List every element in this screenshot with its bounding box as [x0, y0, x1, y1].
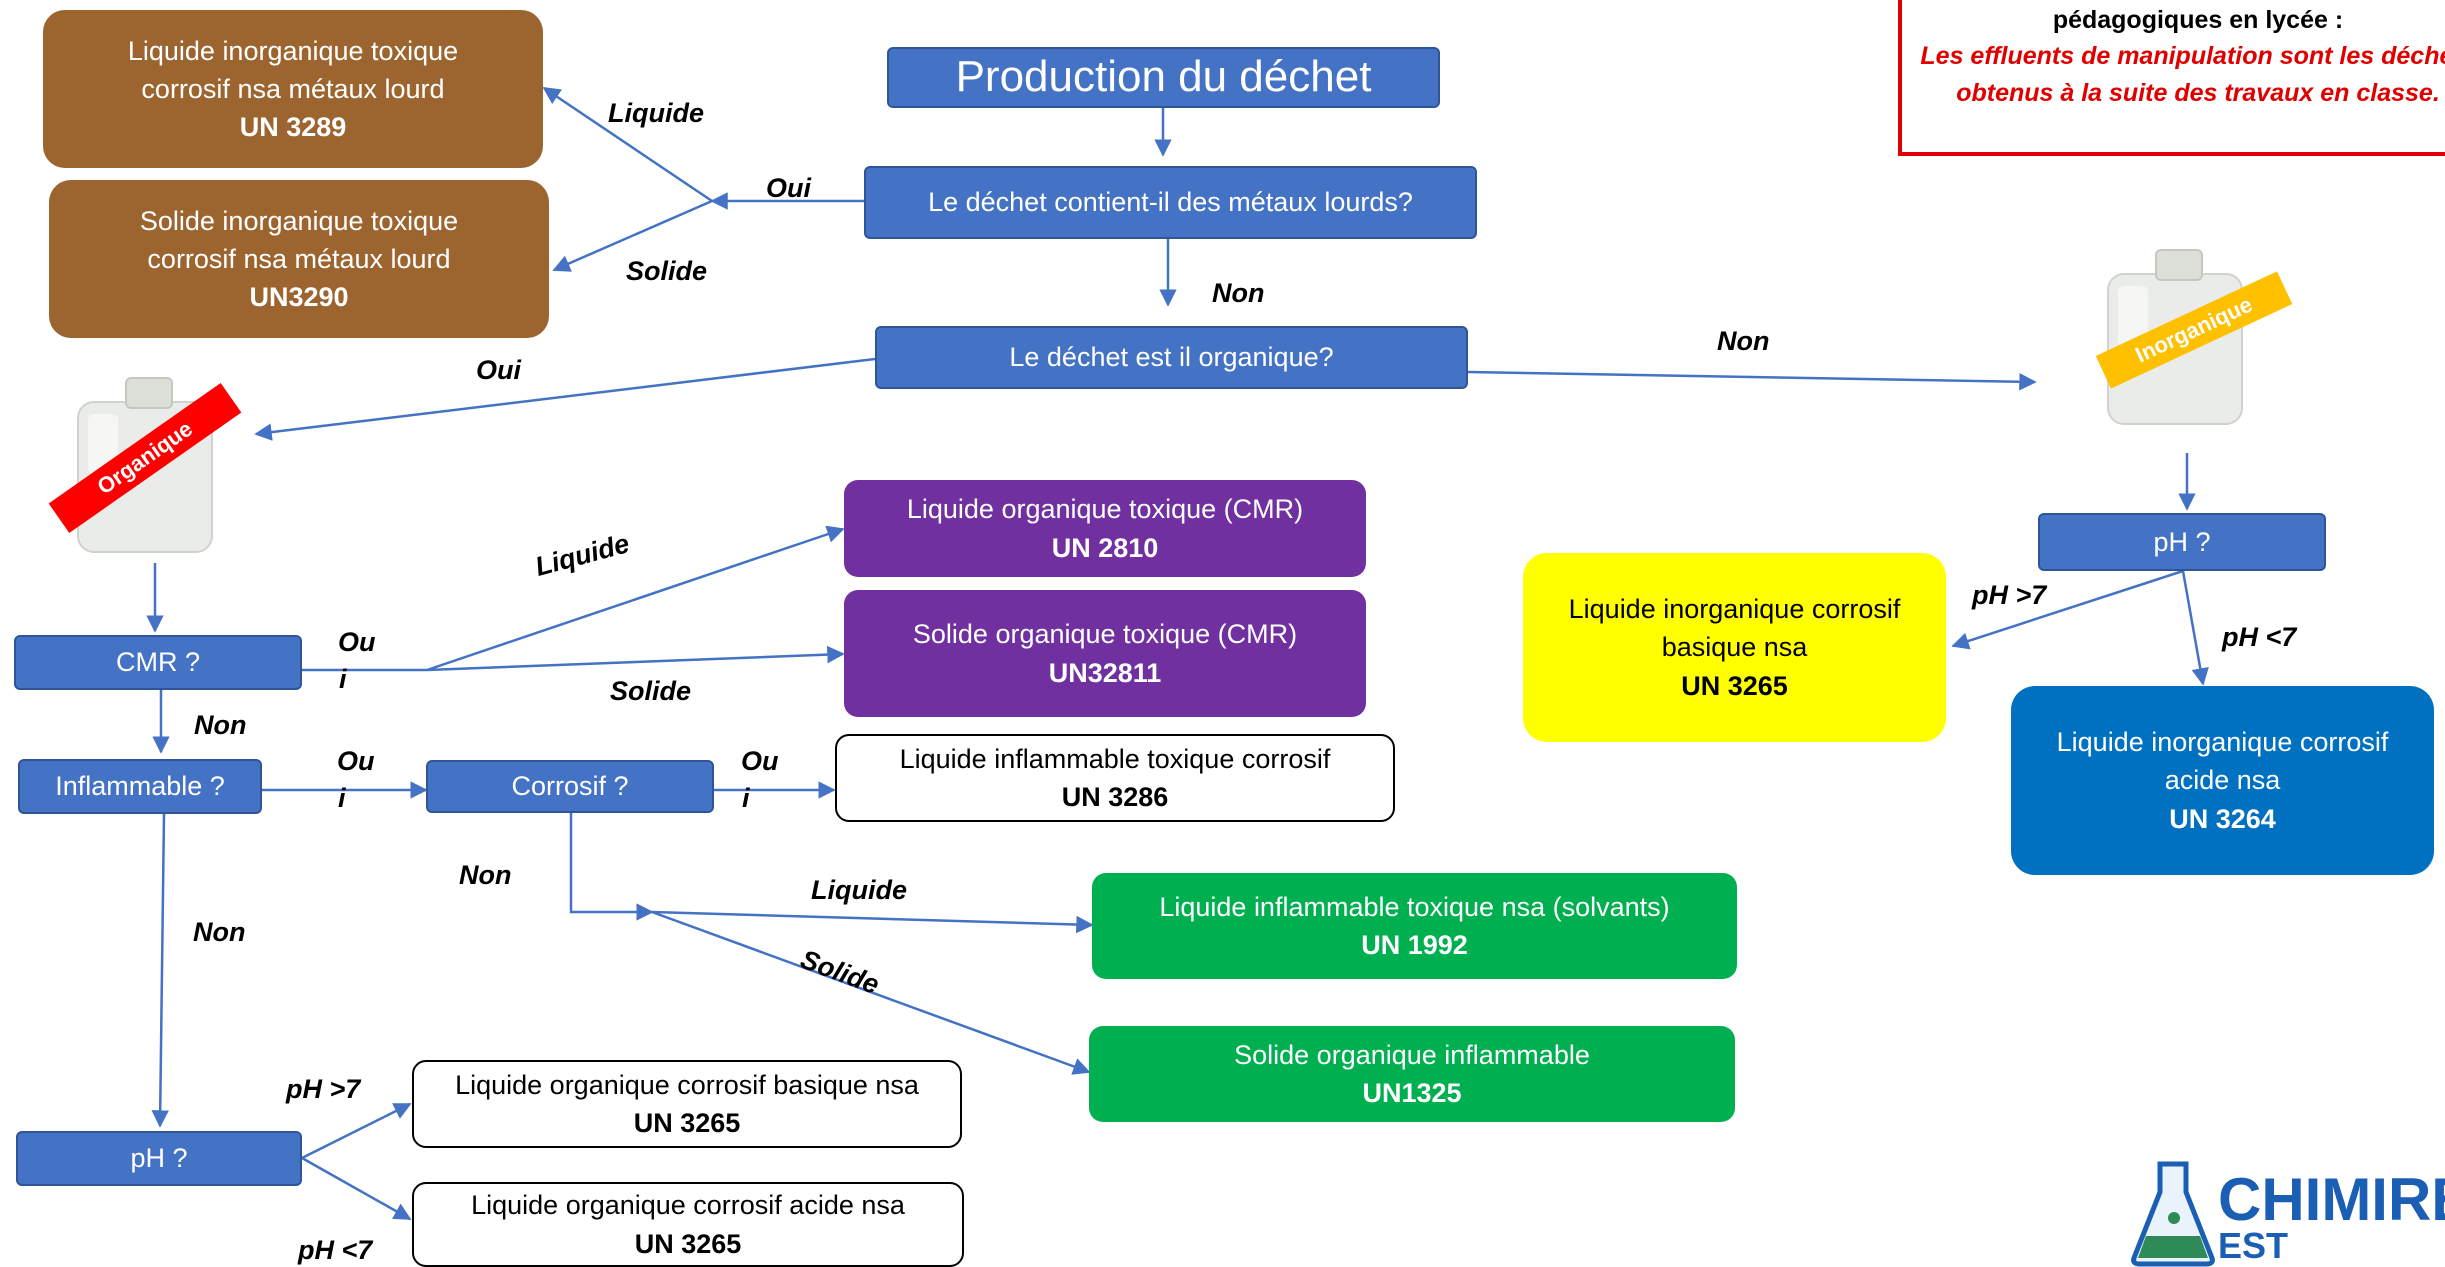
- node-ph-inorganique-label: pH ?: [2153, 526, 2211, 557]
- node-inflammable-question: Inflammable ?: [18, 759, 262, 814]
- label-liquide-metaux: Liquide: [608, 98, 704, 128]
- label-non-organique: Non: [1717, 326, 1770, 356]
- result-un3286: Liquide inflammable toxique corrosif UN …: [835, 734, 1395, 822]
- result-org-acide: Liquide organique corrosif acide nsa UN …: [412, 1182, 964, 1267]
- result-inorg-acide-code: UN 3264: [2169, 803, 2276, 834]
- result-un32811-text: Solide organique toxique (CMR): [912, 619, 1298, 650]
- result-un32811-code: UN32811: [1048, 657, 1162, 688]
- result-un1325: Solide organique inflammable UN1325: [1089, 1026, 1735, 1122]
- arrow-corrosif-solide: [651, 910, 1091, 1075]
- result-org-acide-text: Liquide organique corrosif acide nsa: [471, 1190, 905, 1221]
- label-oui-metaux: Oui: [766, 173, 811, 203]
- arrow-cmr-solide: [426, 645, 845, 672]
- notice-box: pédagogiques en lycée : Les effluents de…: [1898, 0, 2445, 156]
- arrow-inorg-acide: [2181, 570, 2209, 686]
- label-i-corrosif: i: [742, 783, 750, 813]
- arrow-organique-non: [1467, 370, 2037, 391]
- result-inorg-acide-text: Liquide inorganique corrosif acide nsa: [2056, 727, 2389, 796]
- result-un1325-code: UN1325: [1362, 1078, 1462, 1108]
- node-production-label: Production du déchet: [955, 52, 1372, 102]
- label-ou-inflammable: Ou: [337, 746, 375, 776]
- label-ph-gt7-organique: pH >7: [286, 1074, 361, 1104]
- chimire-flask-icon: [2131, 1161, 2215, 1267]
- arrow-inorg-basique: [1951, 569, 2184, 650]
- result-inorg-basique-text: Liquide inorganique corrosif basique nsa: [1568, 594, 1901, 663]
- result-inorg-acide: Liquide inorganique corrosif acide nsa U…: [2011, 686, 2434, 875]
- node-metaux-question: Le déchet contient-il des métaux lourds?: [864, 166, 1477, 239]
- result-inorg-basique: Liquide inorganique corrosif basique nsa…: [1523, 553, 1946, 742]
- arrow-cmr-liquide: [426, 525, 845, 672]
- label-non-cmr: Non: [194, 710, 247, 740]
- arrow-branch-to-solide: [552, 199, 713, 272]
- result-org-basique-code: UN 3265: [633, 1108, 741, 1138]
- result-un3290-text: Solide inorganique toxique corrosif nsa …: [139, 205, 459, 274]
- result-un3286-text: Liquide inflammable toxique corrosif: [899, 743, 1331, 774]
- label-i-cmr: i: [339, 664, 347, 694]
- result-inorg-basique-code: UN 3265: [1681, 670, 1788, 701]
- label-ph-lt7-organique: pH <7: [298, 1235, 373, 1265]
- node-ph-inorganique: pH ?: [2038, 513, 2326, 571]
- notice-header: pédagogiques en lycée :: [2052, 6, 2344, 34]
- node-ph-organique: pH ?: [16, 1131, 302, 1186]
- label-solide-cmr: Solide: [610, 676, 692, 706]
- result-un3290: Solide inorganique toxique corrosif nsa …: [49, 180, 549, 338]
- result-un1325-text: Solide organique inflammable: [1234, 1039, 1590, 1070]
- node-organique-label: Le déchet est il organique?: [1009, 342, 1334, 373]
- result-un1992: Liquide inflammable toxique nsa (solvant…: [1092, 873, 1737, 979]
- result-org-basique: Liquide organique corrosif basique nsa U…: [412, 1060, 962, 1148]
- arrow-ph-acide: [301, 1156, 412, 1221]
- label-non-metaux: Non: [1212, 278, 1265, 308]
- node-ph-organique-label: pH ?: [130, 1143, 188, 1174]
- result-un32811: Solide organique toxique (CMR) UN32811: [844, 590, 1366, 717]
- label-solide-metaux: Solide: [626, 256, 708, 286]
- label-non-corrosif: Non: [459, 860, 512, 890]
- logo-sub: EST: [2218, 1225, 2289, 1266]
- result-un2810-code: UN 2810: [1051, 532, 1159, 563]
- node-cmr-label: CMR ?: [115, 647, 200, 678]
- arrow-branch-to-liquide: [542, 86, 713, 203]
- result-un2810: Liquide organique toxique (CMR) UN 2810: [844, 480, 1366, 577]
- notice-body: Les effluents de manipulation sont les d…: [1920, 42, 2445, 107]
- node-organique-question: Le déchet est il organique?: [875, 326, 1468, 389]
- result-un1992-code: UN 1992: [1361, 930, 1468, 960]
- result-org-acide-code: UN 3265: [634, 1228, 742, 1259]
- label-ph-gt7-inorganique: pH >7: [1972, 580, 2047, 610]
- label-non-inflammable: Non: [193, 917, 246, 947]
- arrow-organique-oui: [254, 357, 876, 441]
- label-ou-cmr: Ou: [338, 627, 376, 657]
- node-corrosif-question: Corrosif ?: [426, 760, 714, 813]
- arrow-corrosif-liquide: [651, 910, 1094, 934]
- arrow-ph-basique: [301, 1102, 412, 1160]
- result-un1992-text: Liquide inflammable toxique nsa (solvant…: [1159, 891, 1670, 922]
- arrow-inflammable-non: [151, 813, 169, 1128]
- result-un3286-code: UN 3286: [1061, 782, 1169, 812]
- result-un2810-text: Liquide organique toxique (CMR): [906, 494, 1304, 525]
- node-corrosif-label: Corrosif ?: [511, 771, 629, 802]
- result-un3289-code: UN 3289: [239, 112, 347, 143]
- node-cmr-question: CMR ?: [14, 635, 302, 690]
- result-un3289-text: Liquide inorganique toxique corrosif nsa…: [127, 35, 459, 104]
- node-inflammable-label: Inflammable ?: [55, 771, 225, 802]
- label-i-inflammable: i: [338, 783, 346, 813]
- node-production: Production du déchet: [887, 47, 1440, 108]
- result-un3289: Liquide inorganique toxique corrosif nsa…: [43, 10, 543, 168]
- label-ph-lt7-inorganique: pH <7: [2222, 622, 2297, 652]
- arrow-corrosif-non: [569, 813, 654, 921]
- label-ou-corrosif: Ou: [741, 746, 779, 776]
- node-metaux-label: Le déchet contient-il des métaux lourds?: [928, 187, 1413, 218]
- result-org-basique-text: Liquide organique corrosif basique nsa: [455, 1069, 919, 1100]
- label-liquide-corrosif: Liquide: [811, 875, 907, 905]
- result-un3290-code: UN3290: [249, 282, 349, 313]
- label-oui-organique: Oui: [476, 355, 521, 385]
